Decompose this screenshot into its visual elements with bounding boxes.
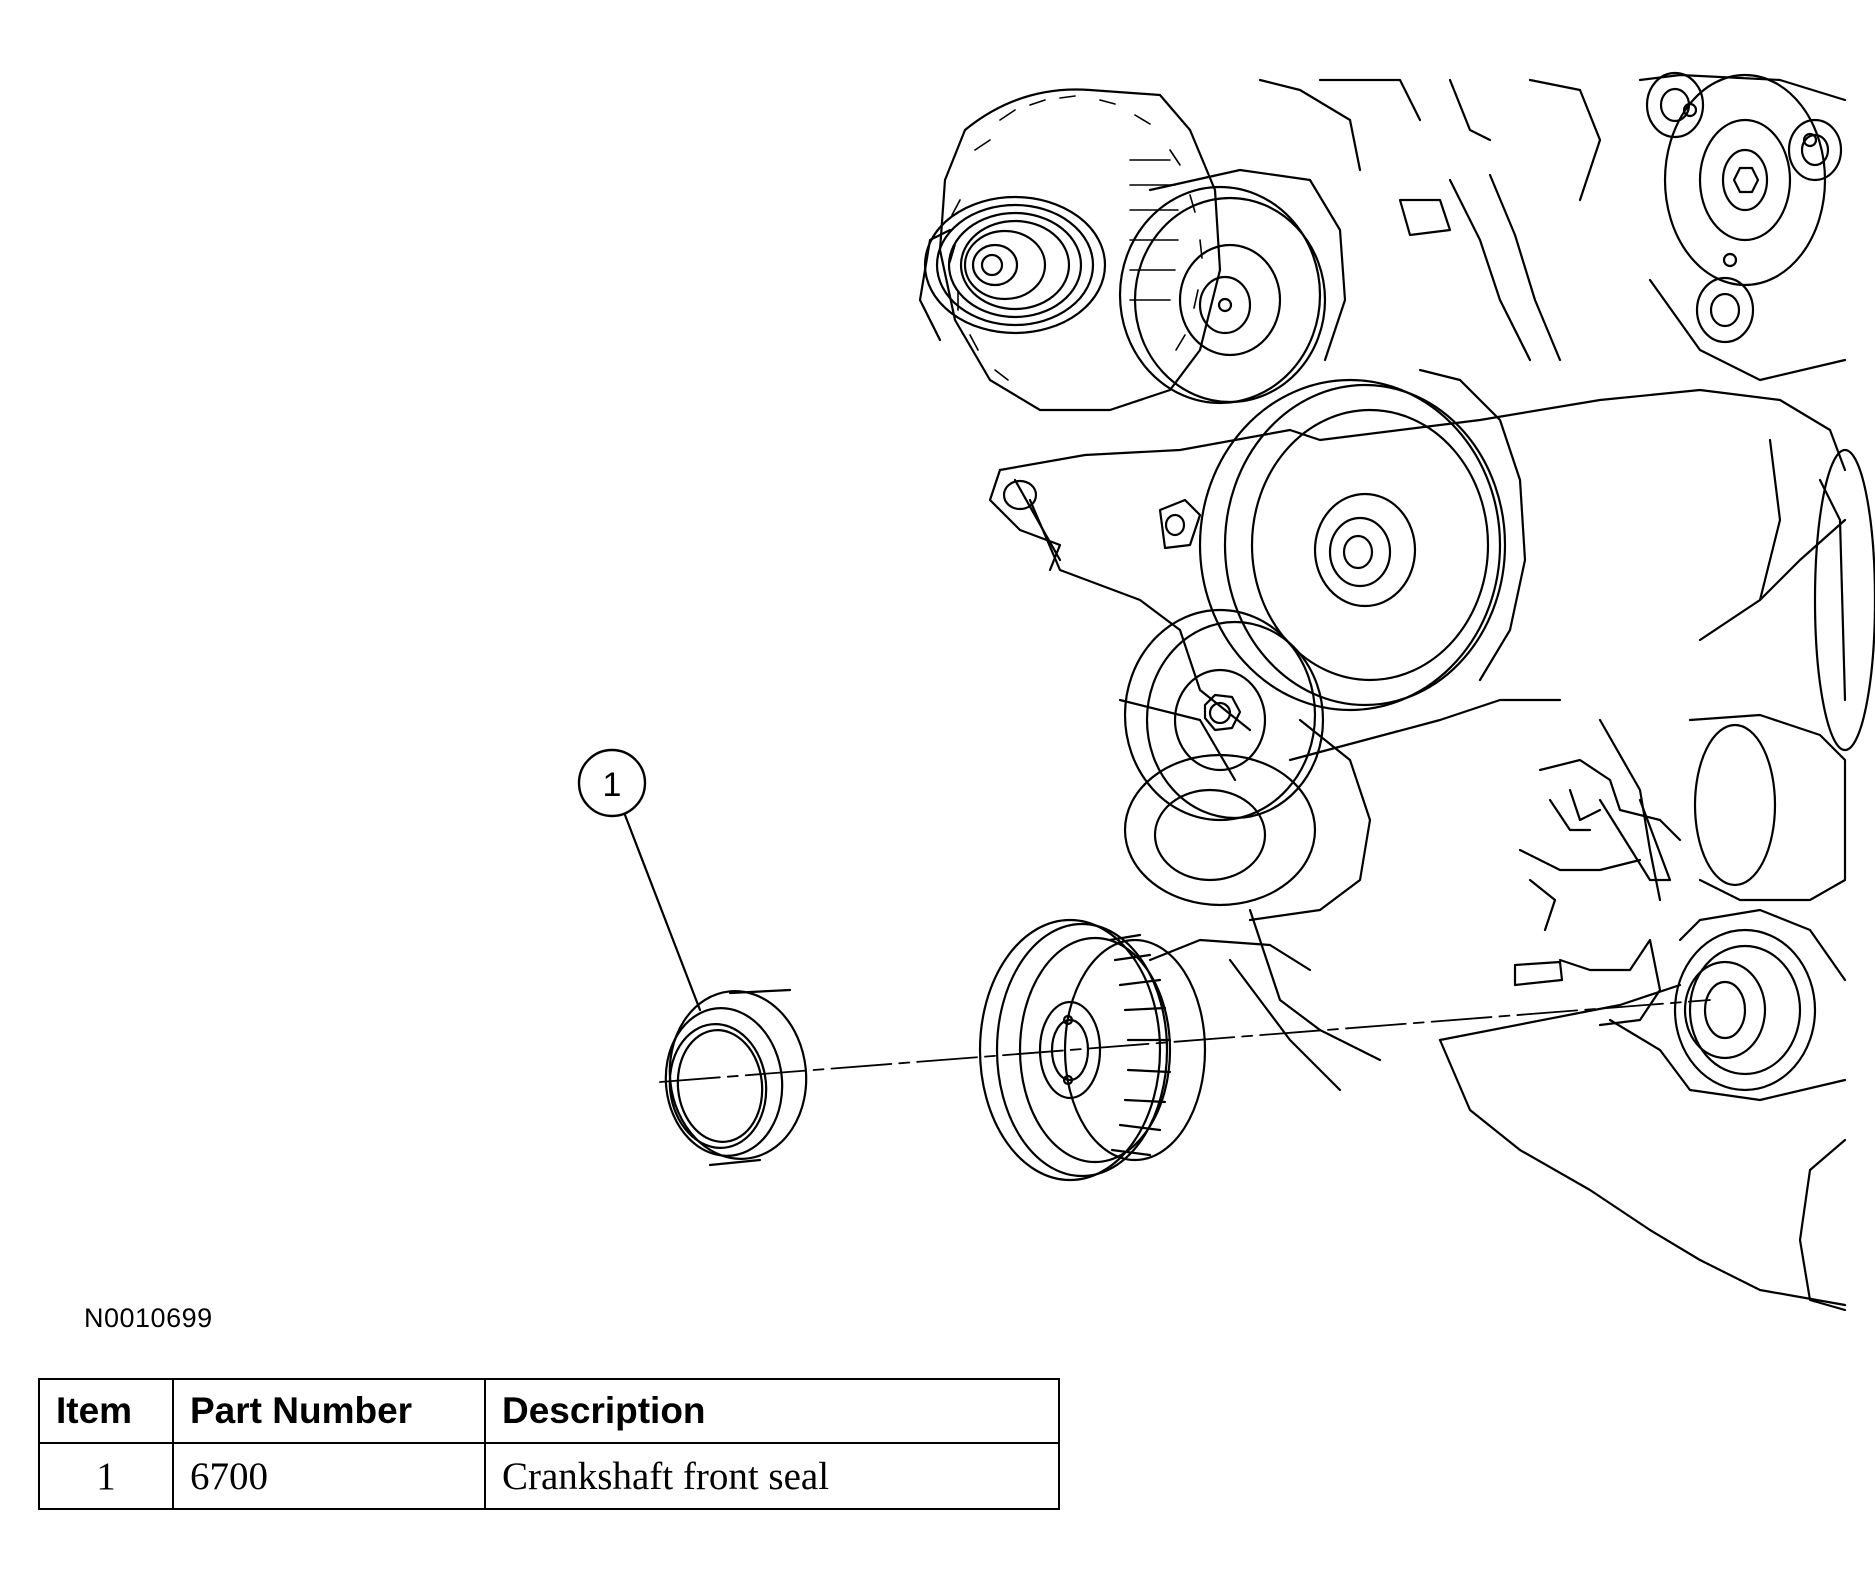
water-pump-pulley [1198,378,1502,712]
tensioner-pulley [1123,608,1317,822]
ac-compressor-clutch [1663,73,1827,287]
engine-cover-outline [998,388,1847,472]
crankshaft-front-seal [664,988,808,1167]
seal-bore [1673,928,1817,1092]
upper-idler-pulley [1118,185,1322,405]
crankshaft-centerline [659,999,1711,1083]
alternator-housing [938,88,1222,412]
header-part-number: Part Number [172,1378,486,1444]
cell-part-number: 6700 [172,1442,486,1510]
engine-cover-lower [1438,1038,1847,1307]
header-item: Item [38,1378,174,1444]
callout-1-number: 1 [603,766,622,804]
callout-leader-line [623,813,702,1012]
parts-table: Item Part Number Description 1 6700 Cran… [38,1378,1060,1510]
cell-item: 1 [38,1442,174,1510]
crankshaft-pulley [978,918,1162,1182]
parts-table-header-row: Item Part Number Description [38,1378,1060,1444]
cell-description: Crankshaft front seal [484,1442,1060,1510]
table-row: 1 6700 Crankshaft front seal [38,1442,1060,1510]
sensor-bracket [1538,758,1682,842]
upper-hose [1448,178,1532,362]
figure-id: N0010699 [84,1303,213,1333]
header-description: Description [484,1378,1060,1444]
callout-1: 1 [577,748,647,818]
oil-filter [1688,713,1847,902]
alternator-pulley [923,195,1107,335]
